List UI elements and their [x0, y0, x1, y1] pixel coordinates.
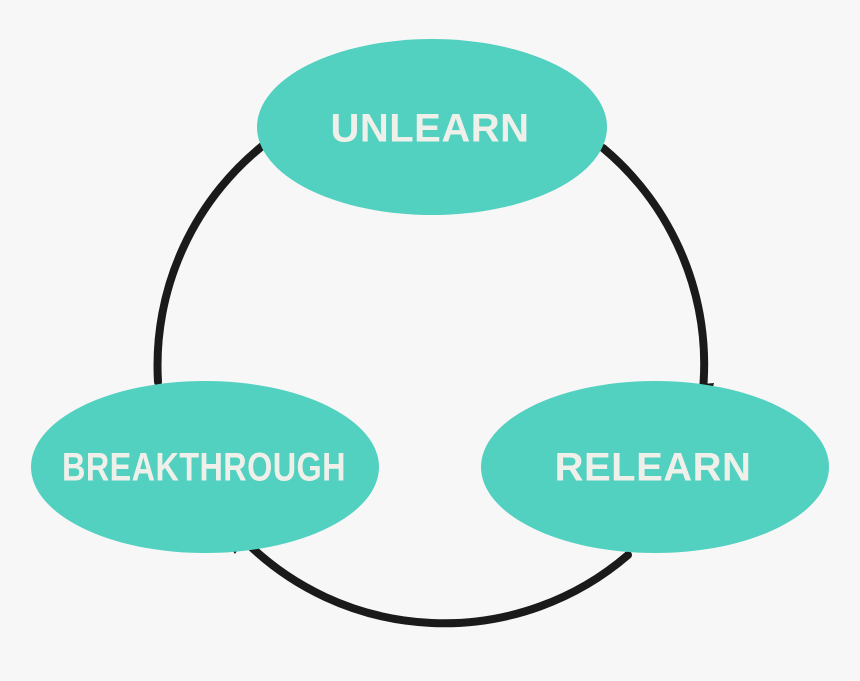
arrow-unlearn-to-relearn [599, 144, 709, 394]
arrow-breakthrough-to-unlearn [153, 136, 274, 386]
arrow-relearn-to-breakthrough [238, 534, 632, 628]
node-unlearn: UNLEARN [257, 39, 607, 215]
node-breakthrough-shape [31, 381, 379, 553]
node-breakthrough-label: BREAKTHROUGH [62, 446, 346, 490]
node-unlearn-label: UNLEARN [330, 107, 529, 151]
node-relearn-label: RELEARN [555, 446, 752, 490]
node-breakthrough: BREAKTHROUGH [31, 381, 379, 553]
node-relearn: RELEARN [481, 381, 829, 553]
node-relearn-shape [481, 381, 829, 553]
node-unlearn-shape [257, 39, 607, 215]
